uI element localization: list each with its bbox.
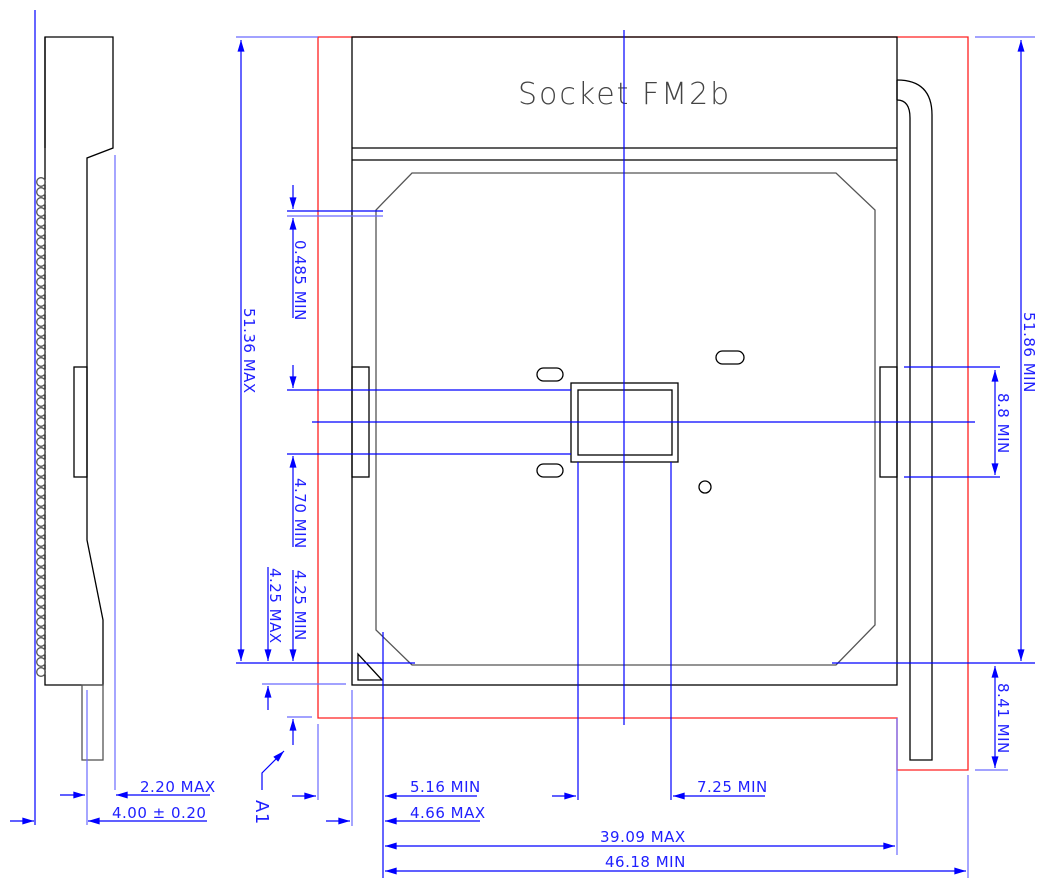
slot-hole bbox=[715, 350, 745, 365]
top-view: Socket FM2b 51.36 MAX 0.485 MIN 4.7 bbox=[236, 30, 1038, 878]
dim-right-center: 7.25 MIN bbox=[697, 778, 768, 796]
side-pin-ball bbox=[36, 477, 46, 487]
dim-center-offset: 4.70 MIN bbox=[291, 478, 309, 549]
side-pin-ball bbox=[36, 577, 46, 587]
side-pin-ball bbox=[36, 597, 46, 607]
side-pin-ball bbox=[36, 637, 46, 647]
side-pin-ball bbox=[36, 407, 46, 417]
side-pin-column bbox=[36, 177, 46, 677]
dim-tab-height: 8.8 MIN bbox=[994, 393, 1012, 454]
side-pin-ball bbox=[36, 247, 46, 257]
side-pin-ball bbox=[36, 427, 46, 437]
side-pin-ball bbox=[36, 267, 46, 277]
dim-side-height-max: 2.20 MAX bbox=[140, 778, 216, 796]
dim-top-keepout: 0.485 MIN bbox=[291, 240, 309, 321]
dim-overall-height-max: 51.36 MAX bbox=[240, 308, 258, 394]
side-pin-ball bbox=[36, 377, 46, 387]
dim-width-max: 39.09 MAX bbox=[600, 828, 686, 846]
side-pin-ball bbox=[36, 417, 46, 427]
dim-bottom-min: 4.25 MIN bbox=[291, 570, 309, 641]
pin1-triangle bbox=[357, 652, 384, 681]
side-pin-ball bbox=[36, 287, 46, 297]
side-pin-ball bbox=[36, 487, 46, 497]
side-pin-ball bbox=[36, 457, 46, 467]
side-pin-ball bbox=[36, 177, 46, 187]
side-view: 2.20 MAX 4.00 ± 0.20 bbox=[10, 10, 216, 825]
slot-hole bbox=[536, 367, 564, 382]
socket-lever bbox=[896, 79, 933, 761]
dim-width-min: 46.18 MIN bbox=[605, 853, 686, 871]
side-pin-ball bbox=[36, 437, 46, 447]
side-pin-ball bbox=[36, 327, 46, 337]
side-pin-ball bbox=[36, 507, 46, 517]
side-pin-ball bbox=[36, 517, 46, 527]
side-pin-ball bbox=[36, 527, 46, 537]
side-pin-ball bbox=[36, 187, 46, 197]
pin-field-outline bbox=[375, 172, 876, 666]
side-pin-ball bbox=[36, 227, 46, 237]
side-pin-ball bbox=[36, 207, 46, 217]
side-pin-ball bbox=[36, 467, 46, 477]
round-hole bbox=[698, 480, 712, 494]
side-pin-ball bbox=[36, 307, 46, 317]
side-pin-ball bbox=[36, 387, 46, 397]
side-pin-ball bbox=[36, 337, 46, 347]
side-pin-ball bbox=[36, 607, 46, 617]
dim-lever-extension: 8.41 MIN bbox=[994, 683, 1012, 754]
side-pin-ball bbox=[36, 217, 46, 227]
dim-bottom-max: 4.25 MAX bbox=[266, 568, 284, 644]
dim-left-max: 4.66 MAX bbox=[410, 804, 486, 822]
side-pin-ball bbox=[36, 237, 46, 247]
side-pin-ball bbox=[36, 567, 46, 577]
side-pin-ball bbox=[36, 347, 46, 357]
side-pin-ball bbox=[36, 667, 46, 677]
side-pin-ball bbox=[36, 357, 46, 367]
side-body-outline bbox=[44, 36, 114, 686]
side-pin-ball bbox=[36, 297, 46, 307]
pin-a1-label: A1 bbox=[251, 800, 272, 825]
side-pin-ball bbox=[36, 547, 46, 557]
side-pin-ball bbox=[36, 537, 46, 547]
side-pin-ball bbox=[36, 587, 46, 597]
side-pin-ball bbox=[36, 447, 46, 457]
side-pin-ball bbox=[36, 277, 46, 287]
side-pin-ball bbox=[36, 397, 46, 407]
dim-left-min: 5.16 MIN bbox=[410, 778, 481, 796]
side-pin-ball bbox=[36, 617, 46, 627]
side-pin bbox=[81, 684, 104, 761]
side-pin-ball bbox=[36, 627, 46, 637]
slot-hole bbox=[536, 463, 564, 478]
side-pin-ball bbox=[36, 647, 46, 657]
side-pin-ball bbox=[36, 367, 46, 377]
dim-overall-height-min: 51.86 MIN bbox=[1020, 312, 1038, 393]
side-pin-ball bbox=[36, 257, 46, 267]
side-pin-ball bbox=[36, 657, 46, 667]
side-pin-ball bbox=[36, 497, 46, 507]
dim-side-height-tol: 4.00 ± 0.20 bbox=[112, 804, 206, 822]
keepout-outline bbox=[317, 36, 969, 771]
side-pin-ball bbox=[36, 317, 46, 327]
side-pin-ball bbox=[36, 197, 46, 207]
socket-title: Socket FM2b bbox=[518, 77, 731, 112]
side-pin-ball bbox=[36, 557, 46, 567]
side-tab bbox=[73, 366, 88, 478]
